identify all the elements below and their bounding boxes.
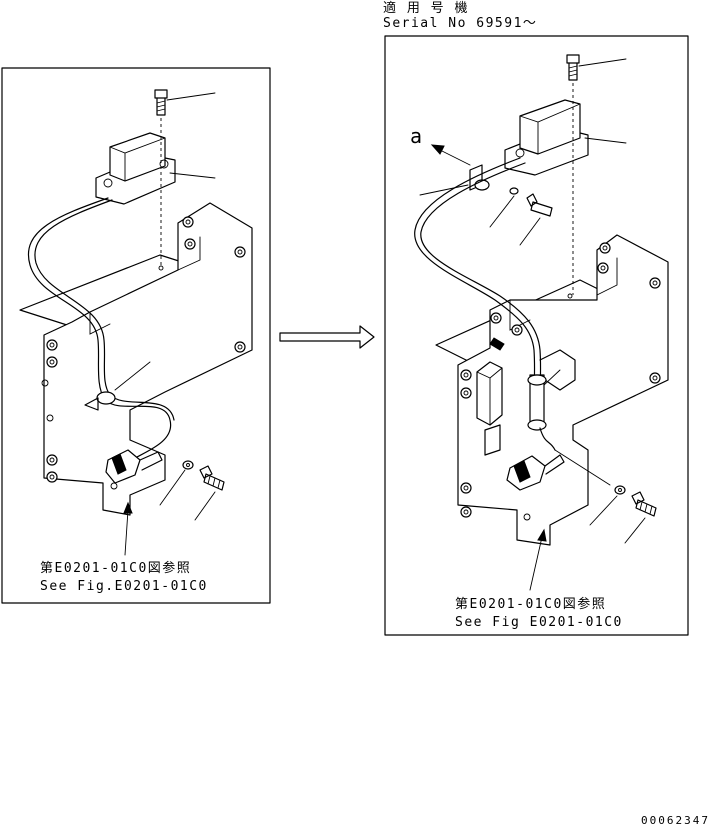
right-hole [568,294,572,298]
view-direction-arrow-icon [432,145,470,165]
right-screw [567,55,626,295]
right-cable [415,158,535,425]
view-letter-a: a [410,124,424,148]
right-reference-arrow [530,530,546,590]
left-reference-arrow [124,503,132,555]
right-plate-notch [597,258,617,295]
right-panel-frame [385,36,688,635]
left-connector [106,450,162,483]
right-cable-clip [420,165,552,245]
left-cable-clamp [85,362,150,410]
right-cable-outer [421,163,541,425]
left-plate-notch [178,237,200,270]
left-washer-bolt [160,461,224,520]
right-cable-clamp [528,370,560,430]
left-cable [28,198,170,458]
left-reference-jp: 第E0201-01C0図参照 [40,561,192,576]
left-panel-frame [2,68,270,603]
left-plate-notch-2 [90,312,110,334]
left-reference-en: See Fig.E0201-01C0 [40,579,208,594]
drawing-number: 00062347 [641,814,710,827]
left-cable-outer [35,200,174,420]
right-plate-bolts [461,243,660,520]
transition-arrow-icon [280,326,374,348]
left-screw [155,90,215,270]
left-panel [2,68,270,603]
right-reference-en: See Fig E0201-01C0 [455,615,623,630]
right-small-bracket-2 [540,350,575,390]
right-washer-bolt [590,486,656,543]
right-connector [507,428,610,490]
applicable-serial-label: 適 用 号 機 [383,1,469,16]
left-bracket-plate [44,203,252,515]
right-sensor-housing [505,100,588,175]
right-plate-notch-2 [510,300,530,330]
left-plate-bolts [42,217,245,489]
right-small-bracket [485,425,500,455]
right-panel [385,36,688,635]
right-relay-block [477,338,504,425]
left-sensor-housing [96,133,175,204]
serial-number-label: Serial No 69591～ [383,16,538,31]
right-reference-jp: 第E0201-01C0図参照 [455,597,607,612]
